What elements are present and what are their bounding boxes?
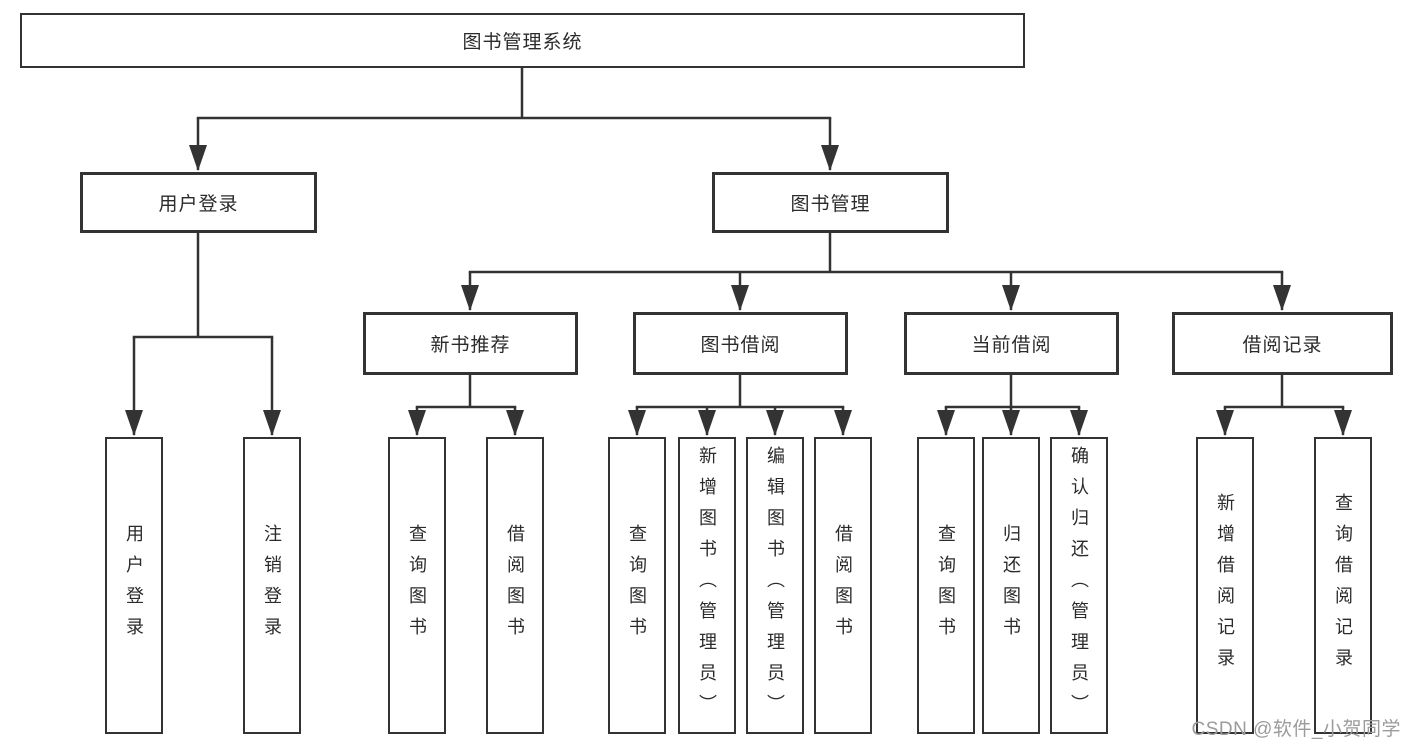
leaf-br-query-record: 查询借阅记录 <box>1314 437 1372 734</box>
leaf-cb-query-books-label: 查询图书 <box>936 523 956 648</box>
leaf-bb-borrow-books-label: 借阅图书 <box>833 523 853 648</box>
edge-current-borrow-stem <box>944 373 1081 409</box>
leaf-nb-query-books: 查询图书 <box>388 437 446 734</box>
node-user-login: 用户登录 <box>80 172 317 233</box>
leaf-br-add-record: 新增借阅记录 <box>1196 437 1254 734</box>
node-borrowing-records: 借阅记录 <box>1172 312 1393 375</box>
node-new-book-recommend: 新书推荐 <box>363 312 578 375</box>
leaf-nb-borrow-books: 借阅图书 <box>486 437 544 734</box>
leaf-user-login: 用户登录 <box>105 437 163 734</box>
leaf-bb-query-books: 查询图书 <box>608 437 666 734</box>
node-book-borrowing: 图书借阅 <box>633 312 848 375</box>
leaf-cb-return-books-label: 归还图书 <box>1001 523 1021 648</box>
leaf-cb-return-books: 归还图书 <box>982 437 1040 734</box>
edge-book-mgmt-stem <box>468 231 1284 274</box>
leaf-cb-confirm-return-admin: 确认归还（管理员） <box>1050 437 1108 734</box>
edge-book-borrow-stem <box>635 373 845 409</box>
leaf-user-login-label: 用户登录 <box>124 523 144 648</box>
node-current-borrowing: 当前借阅 <box>904 312 1119 375</box>
leaf-nb-borrow-books-label: 借阅图书 <box>505 523 525 648</box>
edge-user-login-stem <box>132 231 274 339</box>
csdn-watermark: CSDN @软件_小贺同学 <box>1191 719 1401 740</box>
node-book-management: 图书管理 <box>712 172 949 233</box>
leaf-cb-query-books: 查询图书 <box>917 437 975 734</box>
leaf-bb-edit-books-admin-label: 编辑图书（管理员） <box>765 446 785 725</box>
leaf-br-query-record-label: 查询借阅记录 <box>1333 492 1353 679</box>
node-root-library-system: 图书管理系统 <box>20 13 1025 68</box>
leaf-bb-borrow-books: 借阅图书 <box>814 437 872 734</box>
leaf-bb-add-books-admin-label: 新增图书（管理员） <box>697 446 717 725</box>
leaf-nb-query-books-label: 查询图书 <box>407 523 427 648</box>
leaf-logout: 注销登录 <box>243 437 301 734</box>
leaf-bb-add-books-admin: 新增图书（管理员） <box>678 437 736 734</box>
leaf-logout-label: 注销登录 <box>262 523 282 648</box>
leaf-cb-confirm-return-admin-label: 确认归还（管理员） <box>1069 446 1089 725</box>
leaf-bb-edit-books-admin: 编辑图书（管理员） <box>746 437 804 734</box>
edge-new-book-stem <box>415 373 517 409</box>
leaf-bb-query-books-label: 查询图书 <box>627 523 647 648</box>
leaf-br-add-record-label: 新增借阅记录 <box>1215 492 1235 679</box>
edge-root-stem <box>196 66 832 120</box>
edge-borrow-record-stem <box>1223 373 1345 409</box>
